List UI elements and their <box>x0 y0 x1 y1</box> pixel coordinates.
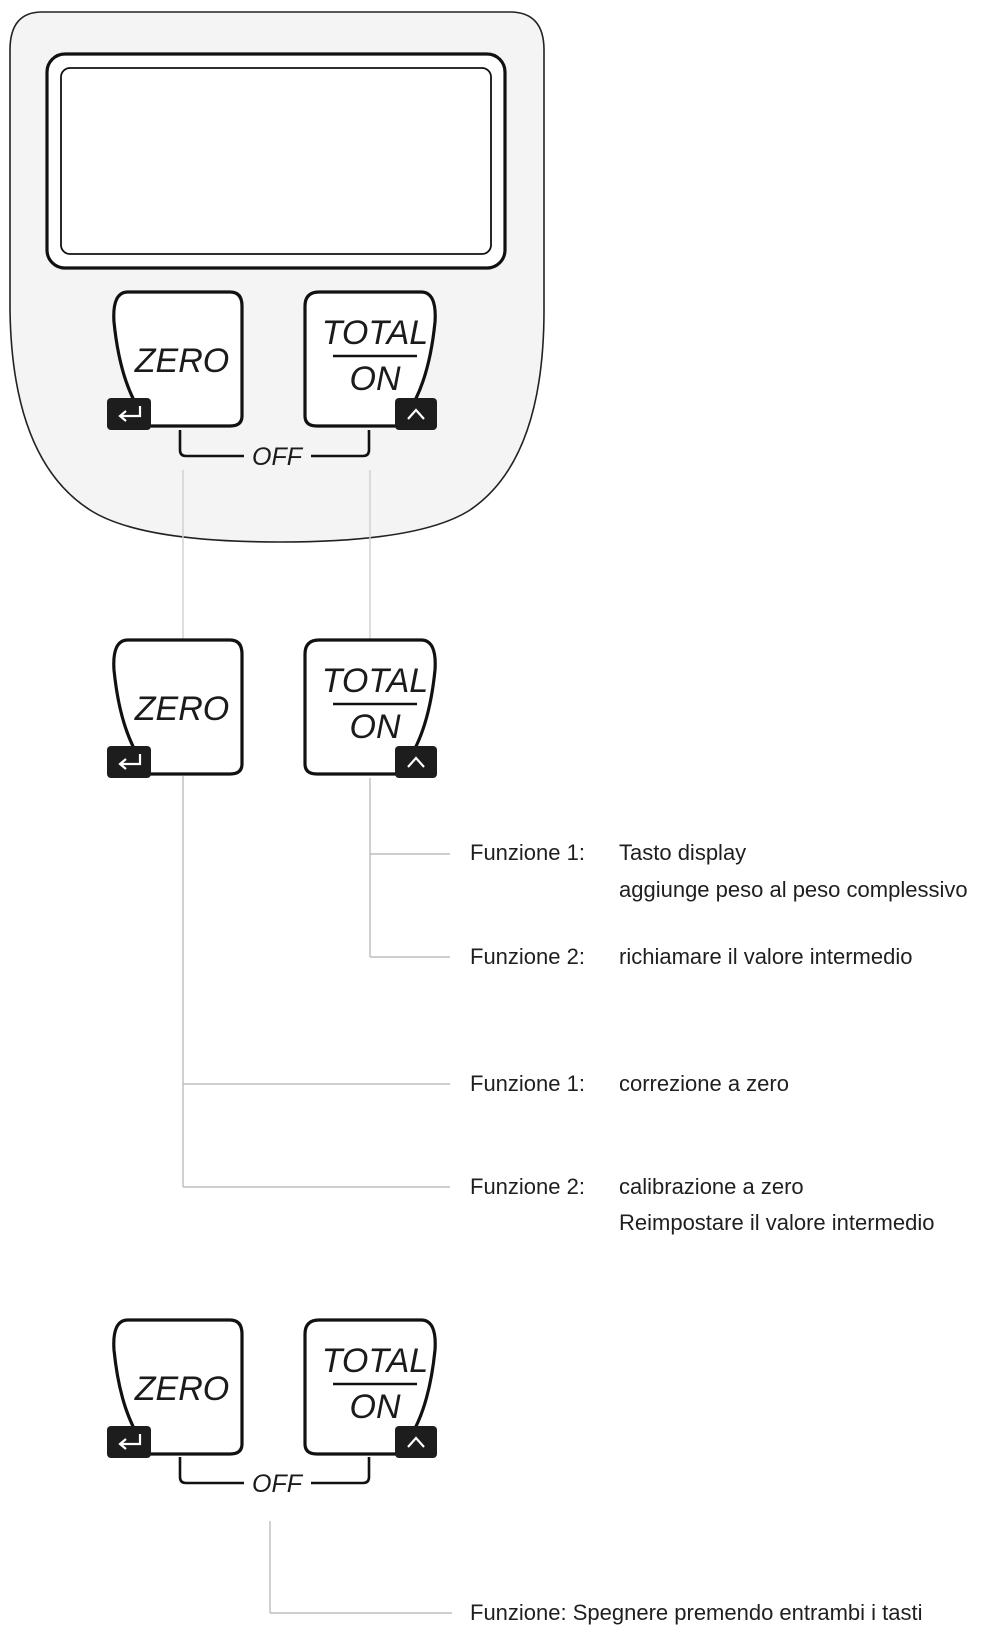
off-detail: ZERO TOTAL ON OFF <box>107 1318 437 1498</box>
svg-text:ZERO: ZERO <box>134 342 229 380</box>
zero-function-2-line-2: Reimpostare il valore intermedio <box>619 1210 935 1235</box>
svg-text:ZERO: ZERO <box>134 1370 229 1408</box>
total-on-button-detail[interactable]: TOTAL ON <box>303 638 437 776</box>
up-arrow-icon <box>395 1426 437 1458</box>
svg-text:ON: ON <box>350 708 401 746</box>
total-function-1-line-2: aggiunge peso al peso complessivo <box>619 877 968 902</box>
zero-function-2-line-1: calibrazione a zero <box>619 1174 804 1199</box>
off-function-note: Funzione: Spegnere premendo entrambi i t… <box>470 1600 923 1625</box>
up-arrow-icon <box>395 746 437 778</box>
total-function-2-label: Funzione 2: <box>470 944 585 969</box>
total-on-button[interactable]: TOTAL ON <box>303 290 437 428</box>
total-on-button-off[interactable]: TOTAL ON <box>303 1318 437 1456</box>
zero-function-1-label: Funzione 1: <box>470 1071 585 1096</box>
total-function-1-line-1: Tasto display <box>619 840 747 865</box>
enter-icon <box>107 746 151 778</box>
off-indicator: OFF <box>178 1457 371 1498</box>
zero-function-1-line-1: correzione a zero <box>619 1071 789 1096</box>
detail-buttons: ZERO TOTAL ON <box>107 638 437 778</box>
enter-icon <box>107 398 151 430</box>
svg-text:TOTAL: TOTAL <box>322 662 428 700</box>
enter-icon <box>107 1426 151 1458</box>
zero-function-2-label: Funzione 2: <box>470 1174 585 1199</box>
zero-leader-lines <box>182 776 450 1188</box>
display-screen <box>60 67 492 255</box>
svg-text:TOTAL: TOTAL <box>322 314 428 352</box>
svg-text:OFF: OFF <box>252 1470 304 1498</box>
svg-text:ON: ON <box>350 360 401 398</box>
svg-text:ON: ON <box>350 1388 401 1426</box>
off-leader-line <box>269 1521 452 1614</box>
zero-button[interactable]: ZERO <box>112 290 244 428</box>
total-function-1-label: Funzione 1: <box>470 840 585 865</box>
zero-button-detail[interactable]: ZERO <box>112 638 244 776</box>
off-indicator: OFF <box>178 430 371 471</box>
scale-device: ZERO TOTAL ON OFF <box>9 11 545 543</box>
zero-button-off[interactable]: ZERO <box>112 1318 244 1456</box>
up-arrow-icon <box>395 398 437 430</box>
svg-text:ZERO: ZERO <box>134 690 229 728</box>
svg-text:OFF: OFF <box>252 443 304 471</box>
total-leader-lines <box>369 778 450 958</box>
svg-text:TOTAL: TOTAL <box>322 1342 428 1380</box>
total-function-2-line-1: richiamare il valore intermedio <box>619 944 913 969</box>
